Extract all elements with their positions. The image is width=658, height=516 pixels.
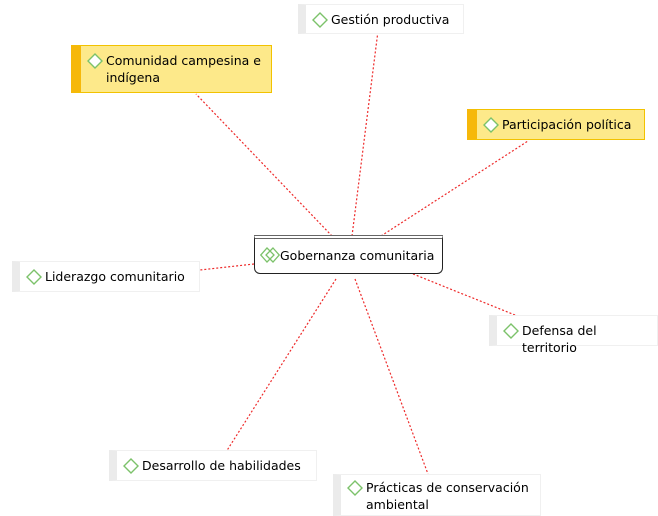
node-label: Desarrollo de habilidades (142, 458, 301, 473)
diamond-icon (122, 457, 140, 474)
diamond-icon (482, 116, 500, 133)
node-label: Prácticas de conservación ambiental (366, 480, 529, 512)
link-defensa (412, 273, 521, 318)
node-practicas-conservacion[interactable]: Prácticas de conservación ambiental (333, 474, 541, 516)
double-diamond-icon (260, 247, 280, 263)
node-liderazgo-comunitario[interactable]: Liderazgo comunitario (12, 261, 200, 292)
diamond-icon (346, 479, 364, 496)
node-label: Participación política (502, 117, 632, 132)
link-practicas (354, 278, 429, 475)
node-comunidad-campesina[interactable]: Comunidad campesina e indígena (71, 45, 272, 93)
link-gestion (351, 30, 379, 237)
node-desarrollo-habilidades[interactable]: Desarrollo de habilidades (109, 450, 317, 481)
node-gestion-productiva[interactable]: Gestión productiva (298, 4, 464, 34)
node-label: Liderazgo comunitario (45, 269, 185, 284)
node-label: Comunidad campesina e indígena (106, 53, 261, 85)
central-topic[interactable]: Gobernanza comunitaria (254, 235, 443, 274)
link-participacion (380, 140, 529, 237)
link-desarrollo (225, 278, 337, 453)
node-label: Gestión productiva (331, 12, 450, 27)
diamond-icon (311, 11, 329, 28)
link-liderazgo (199, 263, 255, 271)
node-label: Defensa del territorio (522, 323, 597, 355)
diamond-icon (25, 268, 43, 285)
diamond-icon (86, 52, 104, 69)
node-defensa-territorio[interactable]: Defensa del territorio (489, 315, 658, 355)
diamond-icon (502, 322, 520, 339)
link-comunidad (195, 93, 333, 237)
node-participacion-politica[interactable]: Participación política (467, 109, 645, 140)
central-label: Gobernanza comunitaria (280, 247, 435, 263)
